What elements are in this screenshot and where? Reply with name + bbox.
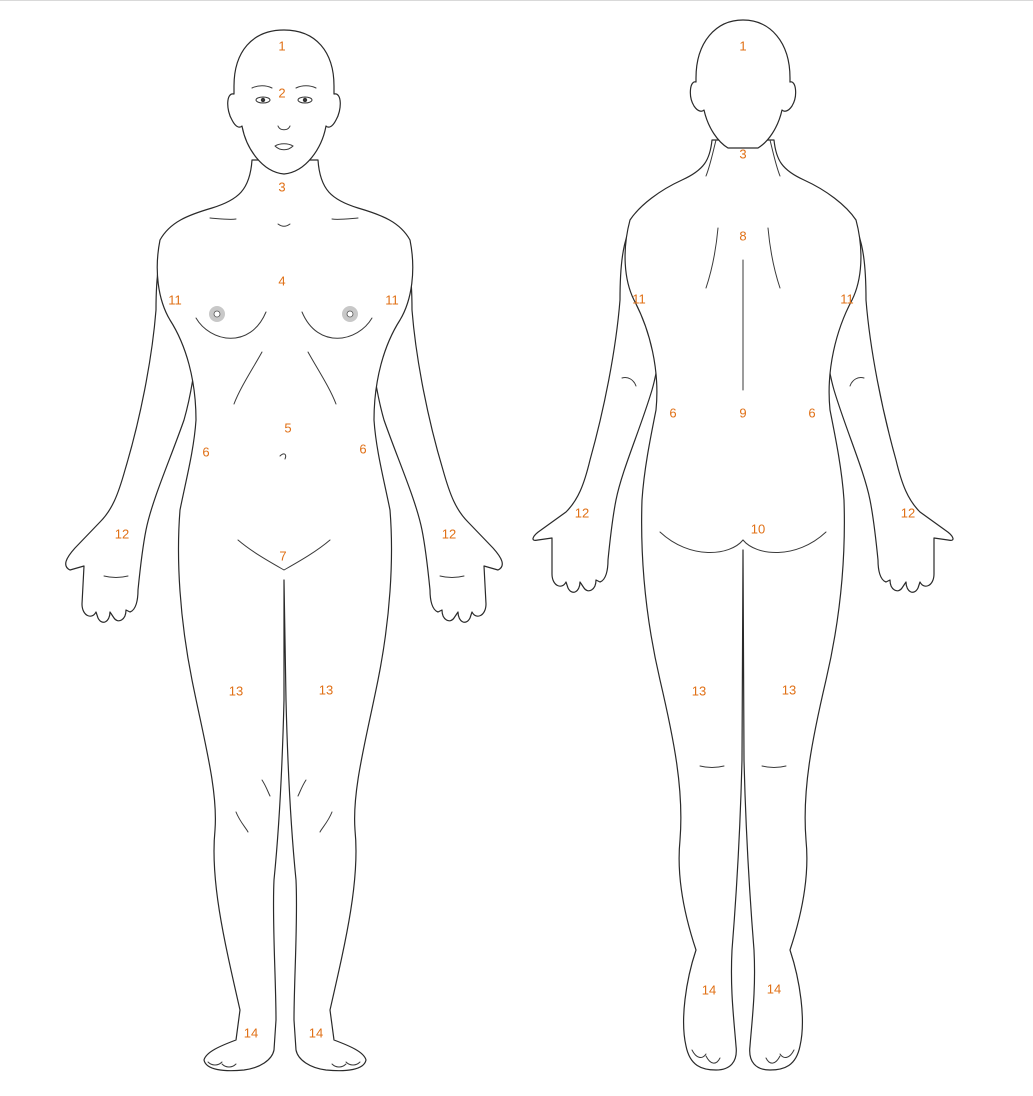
front-left-pupil [260, 97, 266, 103]
front-label-face: 2 [278, 85, 285, 100]
back-label-arm-right: 11 [840, 291, 854, 306]
front-left-collar [209, 217, 237, 220]
back-left-arm [532, 221, 665, 593]
front-head [227, 29, 341, 175]
front-label-head: 1 [278, 38, 285, 53]
front-label-chest: 4 [278, 273, 285, 288]
front-nose [277, 125, 291, 131]
front-left-knee-2 [261, 779, 271, 797]
front-label-foot-right: 14 [309, 1025, 323, 1040]
front-region-labels: 1 2 3 4 5 6 6 7 11 11 12 12 13 13 14 14 [115, 38, 456, 1040]
back-right-toes [765, 1049, 795, 1064]
back-head [689, 19, 797, 149]
back-label-leg-right: 13 [782, 682, 796, 697]
front-mouth [274, 143, 294, 151]
front-left-brow [251, 85, 273, 89]
front-label-groin: 7 [279, 548, 286, 563]
back-label-flank-left: 6 [669, 405, 676, 420]
front-right-toes [331, 1061, 361, 1068]
back-left-toes [691, 1049, 721, 1064]
back-neck-right [769, 139, 781, 177]
front-label-hand-left: 12 [115, 526, 129, 541]
back-left-knee-crease [699, 765, 725, 768]
front-pelvis-line [237, 539, 331, 571]
front-left-toes [207, 1061, 237, 1068]
back-left-elbow [621, 377, 637, 387]
front-figure [65, 29, 503, 1072]
front-left-knee [235, 811, 249, 833]
front-left-breast [195, 311, 267, 339]
front-right-abdomen-line [307, 351, 337, 405]
front-left-palm [103, 575, 129, 578]
front-label-leg-right: 13 [319, 682, 333, 697]
front-left-abdomen-line [233, 351, 263, 405]
front-navel [279, 453, 287, 460]
front-body [156, 159, 414, 1072]
front-label-neck: 3 [278, 179, 285, 194]
front-right-brow [295, 85, 317, 89]
front-label-abdomen: 5 [284, 420, 291, 435]
front-label-leg-left: 13 [229, 683, 243, 698]
back-label-upper-back: 8 [739, 228, 746, 243]
back-buttock-line [659, 531, 827, 554]
top-border [0, 0, 1033, 1]
front-label-arm-right: 11 [385, 292, 399, 307]
back-right-arm [821, 221, 954, 593]
back-label-hand-left: 12 [575, 505, 589, 520]
front-left-arm [65, 231, 199, 623]
back-label-flank-right: 6 [808, 405, 815, 420]
back-right-elbow [849, 377, 865, 387]
back-label-hand-right: 12 [901, 505, 915, 520]
front-label-foot-left: 14 [244, 1025, 258, 1040]
front-left-nipple [213, 310, 221, 318]
back-label-leg-left: 13 [692, 683, 706, 698]
front-label-arm-left: 11 [168, 292, 182, 307]
back-label-arm-left: 11 [632, 291, 646, 306]
back-region-labels: 1 3 8 9 6 6 10 11 11 12 12 13 13 14 14 [575, 38, 915, 997]
front-label-hand-right: 12 [442, 526, 456, 541]
back-label-foot-left: 14 [702, 982, 716, 997]
front-right-knee [319, 811, 333, 833]
back-label-lower-back: 9 [739, 405, 746, 420]
front-label-flank-left: 6 [202, 444, 209, 459]
front-right-breast [301, 311, 373, 339]
front-right-collar [331, 217, 359, 220]
front-sternum-notch [277, 223, 291, 227]
front-right-arm [369, 231, 503, 623]
front-right-nipple [346, 310, 354, 318]
back-body [624, 139, 862, 1071]
front-right-palm [439, 575, 465, 578]
back-label-neck: 3 [739, 146, 746, 161]
back-label-foot-right: 14 [767, 981, 781, 996]
back-neck-left [705, 139, 717, 177]
back-right-scapula [767, 227, 781, 289]
front-label-flank-right: 6 [359, 441, 366, 456]
back-left-scapula [705, 227, 719, 289]
back-label-head: 1 [739, 38, 746, 53]
front-right-pupil [302, 97, 308, 103]
back-figure [532, 19, 954, 1071]
back-label-buttocks: 10 [751, 521, 765, 536]
back-right-knee-crease [761, 765, 787, 768]
front-right-knee-2 [297, 779, 307, 797]
